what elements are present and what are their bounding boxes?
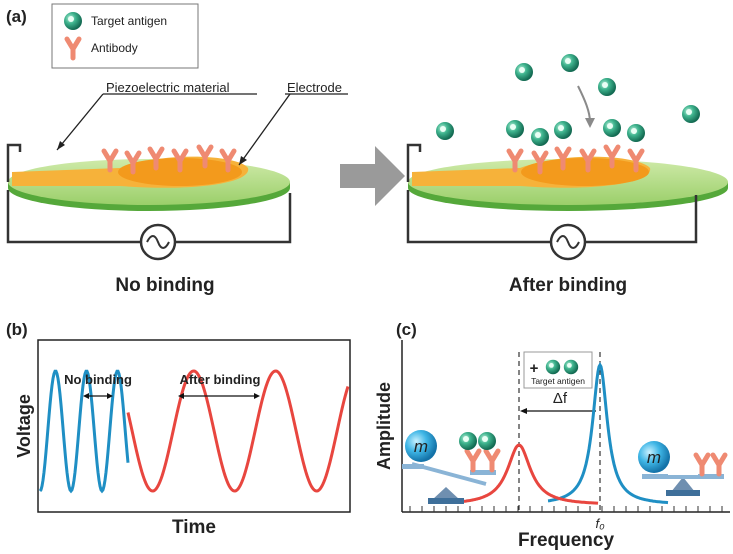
no-binding-caption: No binding (115, 275, 214, 296)
bound-antigens (506, 119, 645, 146)
panel-a-label: (a) (6, 7, 27, 26)
antigen-legend-icon (64, 12, 82, 30)
after-binding-waveform (126, 369, 350, 493)
frequency-ticks (409, 506, 723, 512)
f0-label: f₀ (595, 516, 605, 531)
after-binding-annotation: After binding (180, 372, 261, 387)
mass-symbol-left: m (414, 437, 428, 456)
no-binding-waveform (38, 369, 130, 494)
after-binding-caption: After binding (509, 275, 627, 296)
antigen-inset: + Target antigen (523, 351, 593, 389)
sensor-no-binding (6, 93, 348, 261)
legend-antibody-label: Antibody (91, 41, 138, 55)
inset-antigen-label: Target antigen (531, 376, 585, 386)
panel-c-label: (c) (396, 320, 417, 339)
f0-resonance-curve (547, 362, 669, 505)
electrode-label: Electrode (287, 80, 342, 95)
voltage-axis-label: Voltage (14, 394, 34, 458)
legend-antigen-label: Target antigen (91, 14, 167, 28)
shifted-resonance-curve (457, 443, 599, 505)
balance-level-icon: m (638, 441, 725, 496)
mass-symbol-right: m (647, 448, 661, 467)
delta-f-label: Δf (553, 390, 568, 407)
plus-sign: + (530, 360, 539, 377)
time-axis-label: Time (172, 517, 216, 538)
no-binding-annotation: No binding (64, 372, 132, 387)
panel-b-frame (37, 339, 351, 513)
panel-b-label: (b) (6, 320, 28, 339)
legend-box: Target antigen Antibody (51, 3, 199, 69)
mass-ball-right-icon (638, 441, 670, 473)
transition-arrow-icon (340, 146, 405, 206)
frequency-axis-label: Frequency (518, 530, 615, 551)
amplitude-axis-label: Amplitude (374, 382, 394, 470)
piezo-label: Piezoelectric material (106, 80, 230, 95)
sensor-after-binding (406, 54, 728, 261)
balance-heavy-icon: m (402, 430, 498, 504)
mass-ball-left-icon (405, 430, 437, 462)
